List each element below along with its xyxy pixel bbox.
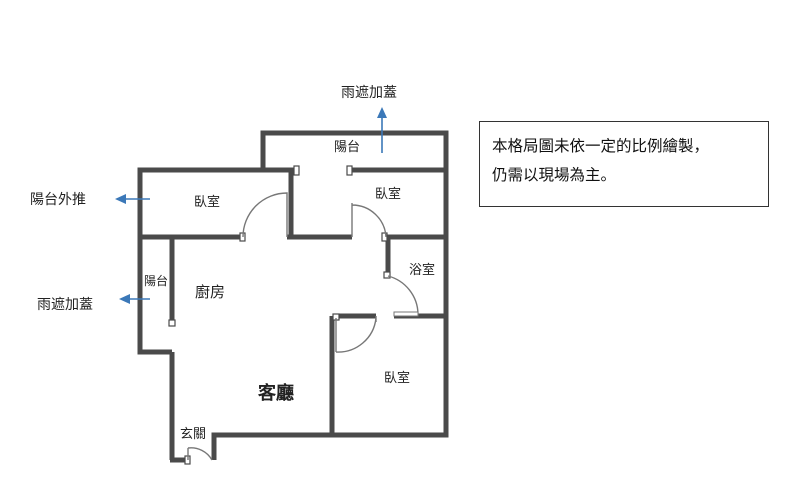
door-entrance bbox=[187, 447, 213, 461]
wall-left-top bbox=[137, 167, 263, 355]
door-bottom-bedroom bbox=[335, 316, 377, 353]
post bbox=[381, 232, 388, 242]
wall-right-lower bbox=[211, 316, 449, 460]
annotation-balcony-push: 陽台外推 bbox=[30, 192, 86, 208]
door-bathroom-sill bbox=[393, 311, 419, 317]
arrow-up-head bbox=[377, 107, 387, 118]
wall-balcony-top bbox=[260, 130, 449, 170]
door-mid-bedroom bbox=[351, 203, 387, 238]
door-left-bedroom bbox=[242, 192, 288, 238]
room-label-balcony-top: 陽台 bbox=[334, 140, 360, 155]
post bbox=[168, 319, 176, 327]
room-label-bathroom: 浴室 bbox=[409, 262, 435, 278]
doors bbox=[187, 192, 419, 461]
arrow-left-head-2 bbox=[119, 294, 130, 304]
walls bbox=[137, 130, 449, 463]
annotation-top-awning: 雨遮加蓋 bbox=[341, 85, 397, 101]
disclaimer-line-2: 仍需以現場為主。 bbox=[492, 166, 617, 184]
arrows bbox=[115, 107, 387, 304]
room-label-balcony-side: 陽台 bbox=[144, 273, 168, 288]
room-label-bedroom-mid: 臥室 bbox=[375, 186, 401, 202]
annotation-side-awning: 雨遮加蓋 bbox=[37, 297, 93, 313]
room-label-entrance: 玄關 bbox=[180, 427, 206, 442]
room-label-living-room: 客廳 bbox=[258, 382, 294, 404]
disclaimer-box: 本格局圖未依一定的比例繪製， 仍需以現場為主。 bbox=[479, 121, 769, 207]
disclaimer-line-1: 本格局圖未依一定的比例繪製， bbox=[492, 137, 710, 155]
room-label-bedroom-left: 臥室 bbox=[194, 194, 220, 210]
post bbox=[346, 165, 353, 176]
room-label-bedroom-bottom: 臥室 bbox=[384, 370, 410, 386]
post bbox=[293, 165, 300, 176]
door-bathroom bbox=[387, 275, 419, 315]
room-label-kitchen: 廚房 bbox=[195, 283, 225, 301]
post bbox=[383, 271, 391, 279]
arrow-left-head-1 bbox=[115, 194, 126, 204]
